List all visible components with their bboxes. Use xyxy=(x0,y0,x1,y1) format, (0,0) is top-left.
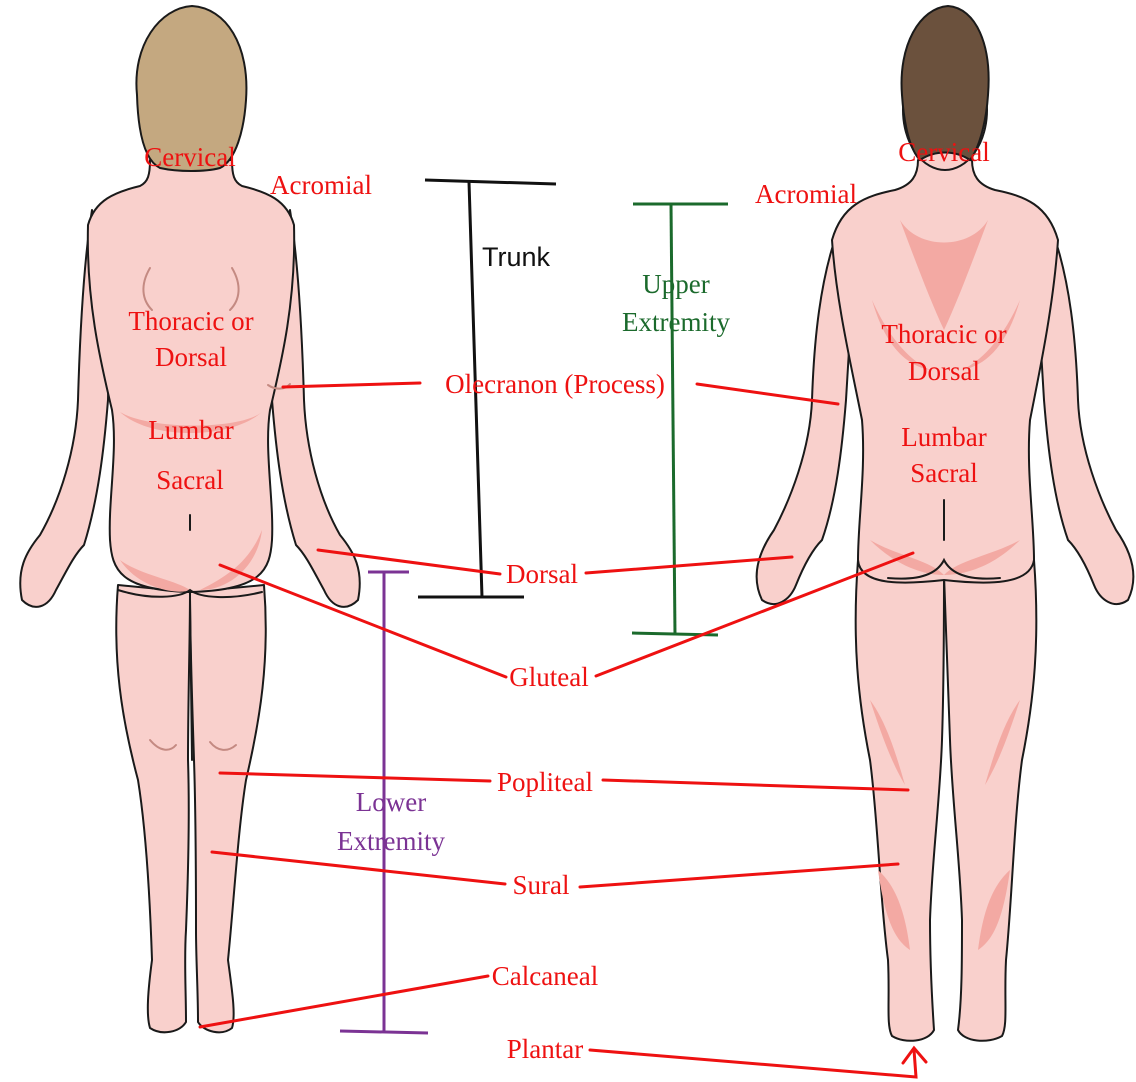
bracket-labels: Trunk Upper Extremity Lower Extremity xyxy=(337,242,730,856)
label-popliteal: Popliteal xyxy=(497,767,593,797)
label-lower-extremity: Extremity xyxy=(337,826,445,856)
label-acromial-left: Acromial xyxy=(270,170,372,200)
label-gluteal: Gluteal xyxy=(509,662,588,692)
label-plantar: Plantar xyxy=(507,1034,583,1064)
label-upper-extremity: Extremity xyxy=(622,307,730,337)
label-dorsal-left: Dorsal xyxy=(155,342,227,372)
popliteal-pointer-right xyxy=(603,780,908,790)
label-sacral-left: Sacral xyxy=(156,465,223,495)
male-left-leg xyxy=(856,560,944,1041)
label-dorsal: Dorsal xyxy=(506,559,578,589)
label-sural: Sural xyxy=(513,870,570,900)
label-olecranon: Olecranon (Process) xyxy=(445,369,665,399)
female-right-leg xyxy=(190,585,266,1032)
label-sacral-right: Sacral xyxy=(910,458,977,488)
label-cervical-right: Cervical xyxy=(898,137,989,167)
label-thoracic-right: Thoracic or xyxy=(881,319,1006,349)
label-cervical-left: Cervical xyxy=(144,142,235,172)
male-right-leg xyxy=(944,560,1036,1041)
label-calcaneal: Calcaneal xyxy=(492,961,598,991)
popliteal-pointer-left xyxy=(220,773,490,781)
label-lumbar-right: Lumbar xyxy=(901,422,986,452)
label-trunk: Trunk xyxy=(482,242,551,272)
label-lower: Lower xyxy=(356,787,426,817)
sural-pointer-right xyxy=(580,864,898,887)
label-lumbar-left: Lumbar xyxy=(148,415,233,445)
label-dorsal-right: Dorsal xyxy=(908,356,980,386)
female-left-leg xyxy=(116,585,190,1032)
label-acromial-right: Acromial xyxy=(755,179,857,209)
calcaneal-pointer xyxy=(200,976,488,1027)
label-upper: Upper xyxy=(642,269,709,299)
label-thoracic-left: Thoracic or xyxy=(128,306,253,336)
plantar-pointer xyxy=(590,1050,916,1077)
sural-pointer-left xyxy=(212,852,505,884)
